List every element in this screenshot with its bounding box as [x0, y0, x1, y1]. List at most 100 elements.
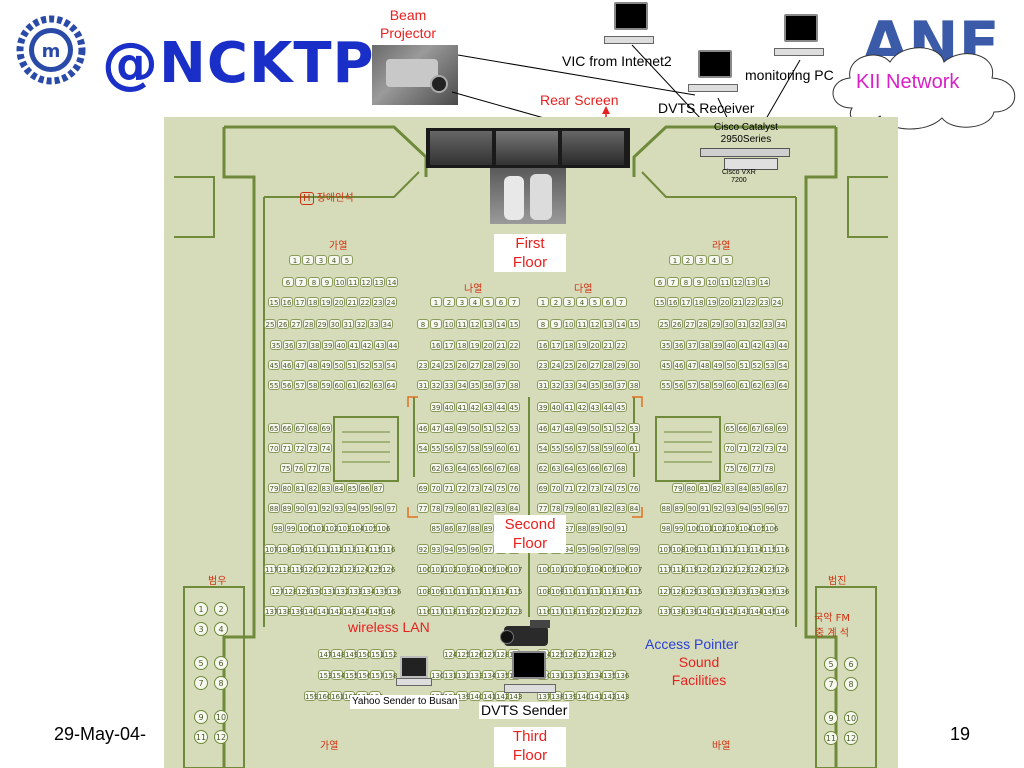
seat: 65: [724, 423, 736, 433]
seat: 76: [508, 483, 520, 493]
seat: 128: [589, 649, 604, 659]
seat: 84: [628, 503, 640, 513]
seat: 138: [277, 606, 292, 616]
seat: 7: [508, 297, 520, 307]
monitoring-monitor-icon: [784, 14, 818, 42]
seat: 124: [355, 564, 370, 574]
seat: 102: [712, 523, 727, 533]
seat: 8: [537, 319, 549, 329]
seat: 6: [654, 277, 666, 287]
seat: 15: [654, 297, 666, 307]
seat: 63: [764, 380, 776, 390]
seat: 72: [576, 483, 588, 493]
seat: 51: [602, 423, 614, 433]
seat: 140: [576, 691, 591, 701]
laptop-icon: [396, 656, 432, 690]
seat: 35: [660, 340, 672, 350]
rear-screen-image: [426, 128, 630, 168]
beam-projector-label: Beam Projector: [379, 7, 437, 41]
seat: 9: [693, 277, 705, 287]
seat: 17: [680, 297, 692, 307]
seat: 59: [712, 380, 724, 390]
seat: 24: [771, 297, 783, 307]
seat: 45: [508, 402, 520, 412]
cisco-vxr-label: Cisco VXR 7200: [722, 169, 756, 184]
seat: 79: [563, 503, 575, 513]
seat: 77: [306, 463, 318, 473]
seat: 107: [264, 544, 279, 554]
seat: 56: [563, 443, 575, 453]
kii-network-cloud: [822, 38, 1024, 134]
seat: 98: [272, 523, 284, 533]
seat: 43: [764, 340, 776, 350]
seat: 138: [550, 691, 565, 701]
seat: 90: [686, 503, 698, 513]
seat: 73: [763, 443, 775, 453]
seat: 91: [615, 523, 627, 533]
seat: 96: [372, 503, 384, 513]
seat: 131: [710, 586, 725, 596]
seat: 158: [383, 670, 398, 680]
cisco-catalyst-device: [700, 148, 790, 157]
seat: 37: [686, 340, 698, 350]
seat: 83: [615, 503, 627, 513]
seat: 45: [615, 402, 627, 412]
seat: 57: [294, 380, 306, 390]
seat: 127: [576, 649, 591, 659]
seat: 132: [563, 670, 578, 680]
seat: 12: [589, 319, 601, 329]
seat: 44: [495, 402, 507, 412]
seat: 70: [550, 483, 562, 493]
seat: 51: [482, 423, 494, 433]
seat: 4: [708, 255, 720, 265]
hall-section-mid-right-label: 다열: [574, 284, 593, 295]
seat: 64: [563, 463, 575, 473]
seat: 49: [320, 360, 332, 370]
seat: 89: [673, 503, 685, 513]
seat: 20: [589, 340, 601, 350]
seat: 125: [550, 649, 565, 659]
seat: 44: [777, 340, 789, 350]
seat: 17: [294, 297, 306, 307]
seat: 47: [430, 423, 442, 433]
seat: 126: [563, 649, 578, 659]
seat: 114: [749, 544, 764, 554]
seat: 63: [372, 380, 384, 390]
seat: 52: [615, 423, 627, 433]
seat: 61: [628, 443, 640, 453]
seat: 2: [550, 297, 562, 307]
seat: 56: [443, 443, 455, 453]
seat: 57: [576, 443, 588, 453]
side-seat: 1: [194, 602, 208, 616]
seat: 115: [508, 586, 523, 596]
seat: 61: [738, 380, 750, 390]
seat: 84: [333, 483, 345, 493]
seat: 99: [285, 523, 297, 533]
dvts-sender-monitor-icon: [512, 651, 546, 679]
seat: 73: [469, 483, 481, 493]
seat: 25: [563, 360, 575, 370]
seat: 16: [537, 340, 549, 350]
seat: 78: [319, 463, 331, 473]
seat: 83: [724, 483, 736, 493]
seat: 58: [699, 380, 711, 390]
seat: 35: [270, 340, 282, 350]
seat: 74: [320, 443, 332, 453]
seat: 112: [589, 586, 604, 596]
seat: 130: [430, 670, 445, 680]
seat: 144: [749, 606, 764, 616]
seat: 1: [289, 255, 301, 265]
seat: 105: [363, 523, 378, 533]
seat: 34: [381, 319, 393, 329]
seat: 24: [550, 360, 562, 370]
seat: 147: [318, 649, 333, 659]
seat: 10: [334, 277, 346, 287]
first-floor-label: First Floor: [494, 234, 566, 272]
seat: 151: [370, 649, 385, 659]
seat: 76: [293, 463, 305, 473]
seat: 20: [482, 340, 494, 350]
seat: 93: [430, 544, 442, 554]
seat: 102: [443, 564, 458, 574]
seat: 113: [736, 544, 751, 554]
hall-section-left-label: 가열: [329, 241, 348, 252]
